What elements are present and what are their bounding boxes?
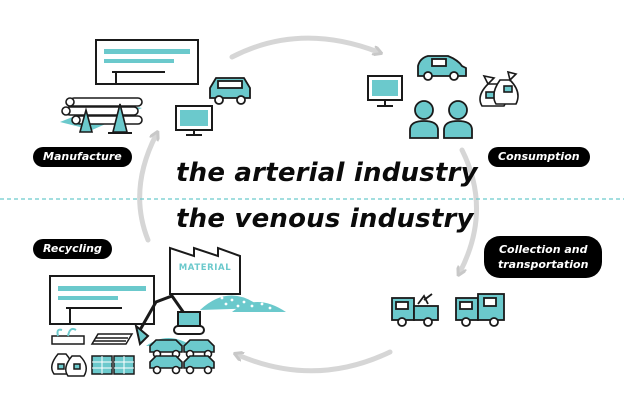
factory-icon — [49, 275, 155, 325]
arrow-right-icon — [460, 147, 479, 272]
bag-icon — [479, 70, 519, 107]
car-icon — [209, 77, 251, 105]
headline-arterial: the arterial industry — [176, 158, 478, 188]
car-icon — [417, 55, 467, 81]
material-pile-icon — [200, 295, 286, 312]
label-collection-line2: transportation — [498, 258, 589, 271]
crushed-can-icon — [91, 355, 135, 375]
excavator-icon — [134, 294, 205, 346]
crushed-car-icon — [149, 339, 215, 375]
truck-icon — [455, 293, 505, 327]
paper-bundle-icon — [90, 333, 134, 345]
bag-icon — [51, 353, 87, 377]
label-manufacture: Manufacture — [33, 147, 132, 167]
label-recycling: Recycling — [33, 239, 112, 259]
monitor-icon — [175, 105, 213, 136]
cycle-arrows — [137, 35, 479, 374]
wood-icon — [51, 327, 85, 345]
label-collection: Collection and transportation — [484, 236, 603, 278]
material-building-icon: MATERIAL — [169, 246, 241, 295]
arrow-left-icon — [137, 135, 156, 243]
material-label: MATERIAL — [179, 263, 231, 273]
label-consumption: Consumption — [488, 147, 590, 167]
people-icon — [409, 100, 473, 139]
pipes-icon — [60, 97, 143, 130]
monitor-icon — [367, 75, 403, 107]
arrow-top-icon — [229, 35, 378, 60]
traffic-cone-icon — [78, 103, 132, 134]
label-collection-line1: Collection and — [498, 243, 588, 256]
truck-icon — [391, 293, 439, 327]
factory-icon — [95, 39, 199, 85]
headline-venous: the venous industry — [176, 204, 474, 234]
arrow-bottom-icon — [238, 349, 393, 374]
